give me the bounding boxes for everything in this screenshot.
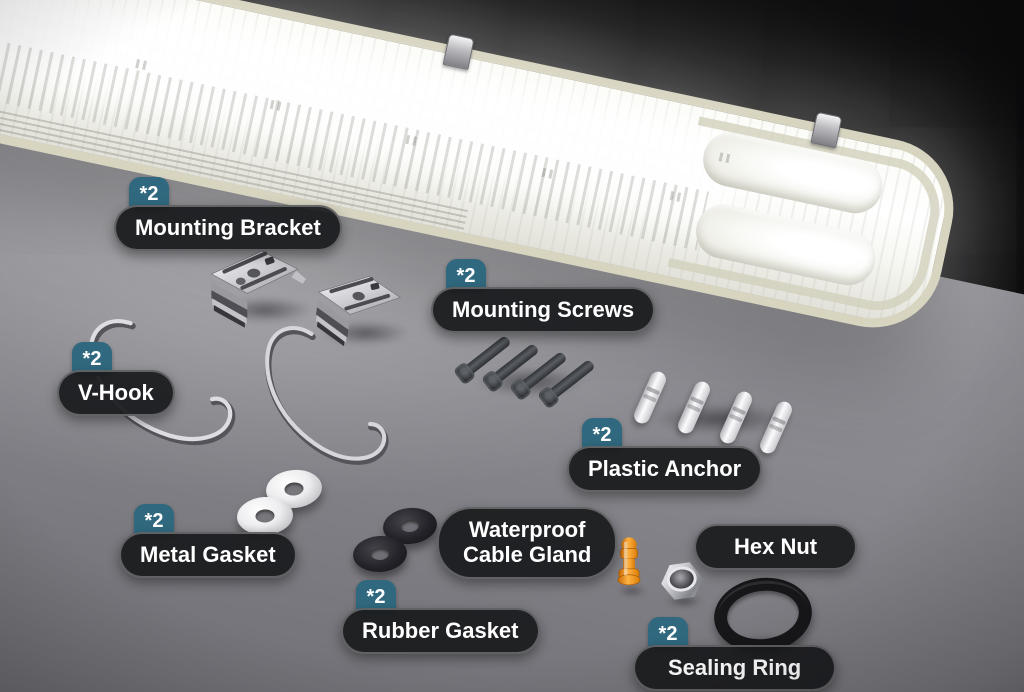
callout-rubber-gasket: *2 Rubber Gasket xyxy=(341,580,540,654)
shadow xyxy=(612,584,652,598)
callout-metal-gasket: *2 Metal Gasket xyxy=(119,504,297,578)
v-hook-part xyxy=(80,312,258,467)
stainless-clip-latch xyxy=(442,33,475,71)
shadow xyxy=(658,592,710,610)
callout-plastic-anchor: *2 Plastic Anchor xyxy=(567,418,763,492)
callout-mounting-bracket: *2 Mounting Bracket xyxy=(114,177,342,251)
v-hook-part xyxy=(230,311,433,498)
part-label: Mounting Screws xyxy=(431,287,656,333)
label-line-1: Waterproof xyxy=(468,517,586,542)
cable-gland-part xyxy=(612,534,646,595)
callout-v-hook: *2 V-Hook xyxy=(57,342,175,416)
part-label: Rubber Gasket xyxy=(341,608,540,654)
stainless-clip-latch xyxy=(810,111,843,149)
part-label: Hex Nut xyxy=(694,524,858,570)
label-line-2: Cable Gland xyxy=(463,541,592,567)
part-label: Metal Gasket xyxy=(119,532,297,578)
callout-mounting-screws: *2 Mounting Screws xyxy=(431,259,656,333)
part-label: Plastic Anchor xyxy=(567,446,763,492)
plastic-anchors-part xyxy=(628,362,823,456)
mounting-bracket-part xyxy=(301,264,410,359)
part-label: Mounting Bracket xyxy=(114,205,342,251)
mounting-screws-part xyxy=(458,322,618,412)
part-label: Sealing Ring xyxy=(633,645,837,691)
callout-hex-nut: Hex Nut xyxy=(694,524,858,570)
part-label: V-Hook xyxy=(57,370,175,416)
mounting-bracket-part xyxy=(200,246,306,333)
callout-sealing-ring: *2 Sealing Ring xyxy=(633,617,837,691)
